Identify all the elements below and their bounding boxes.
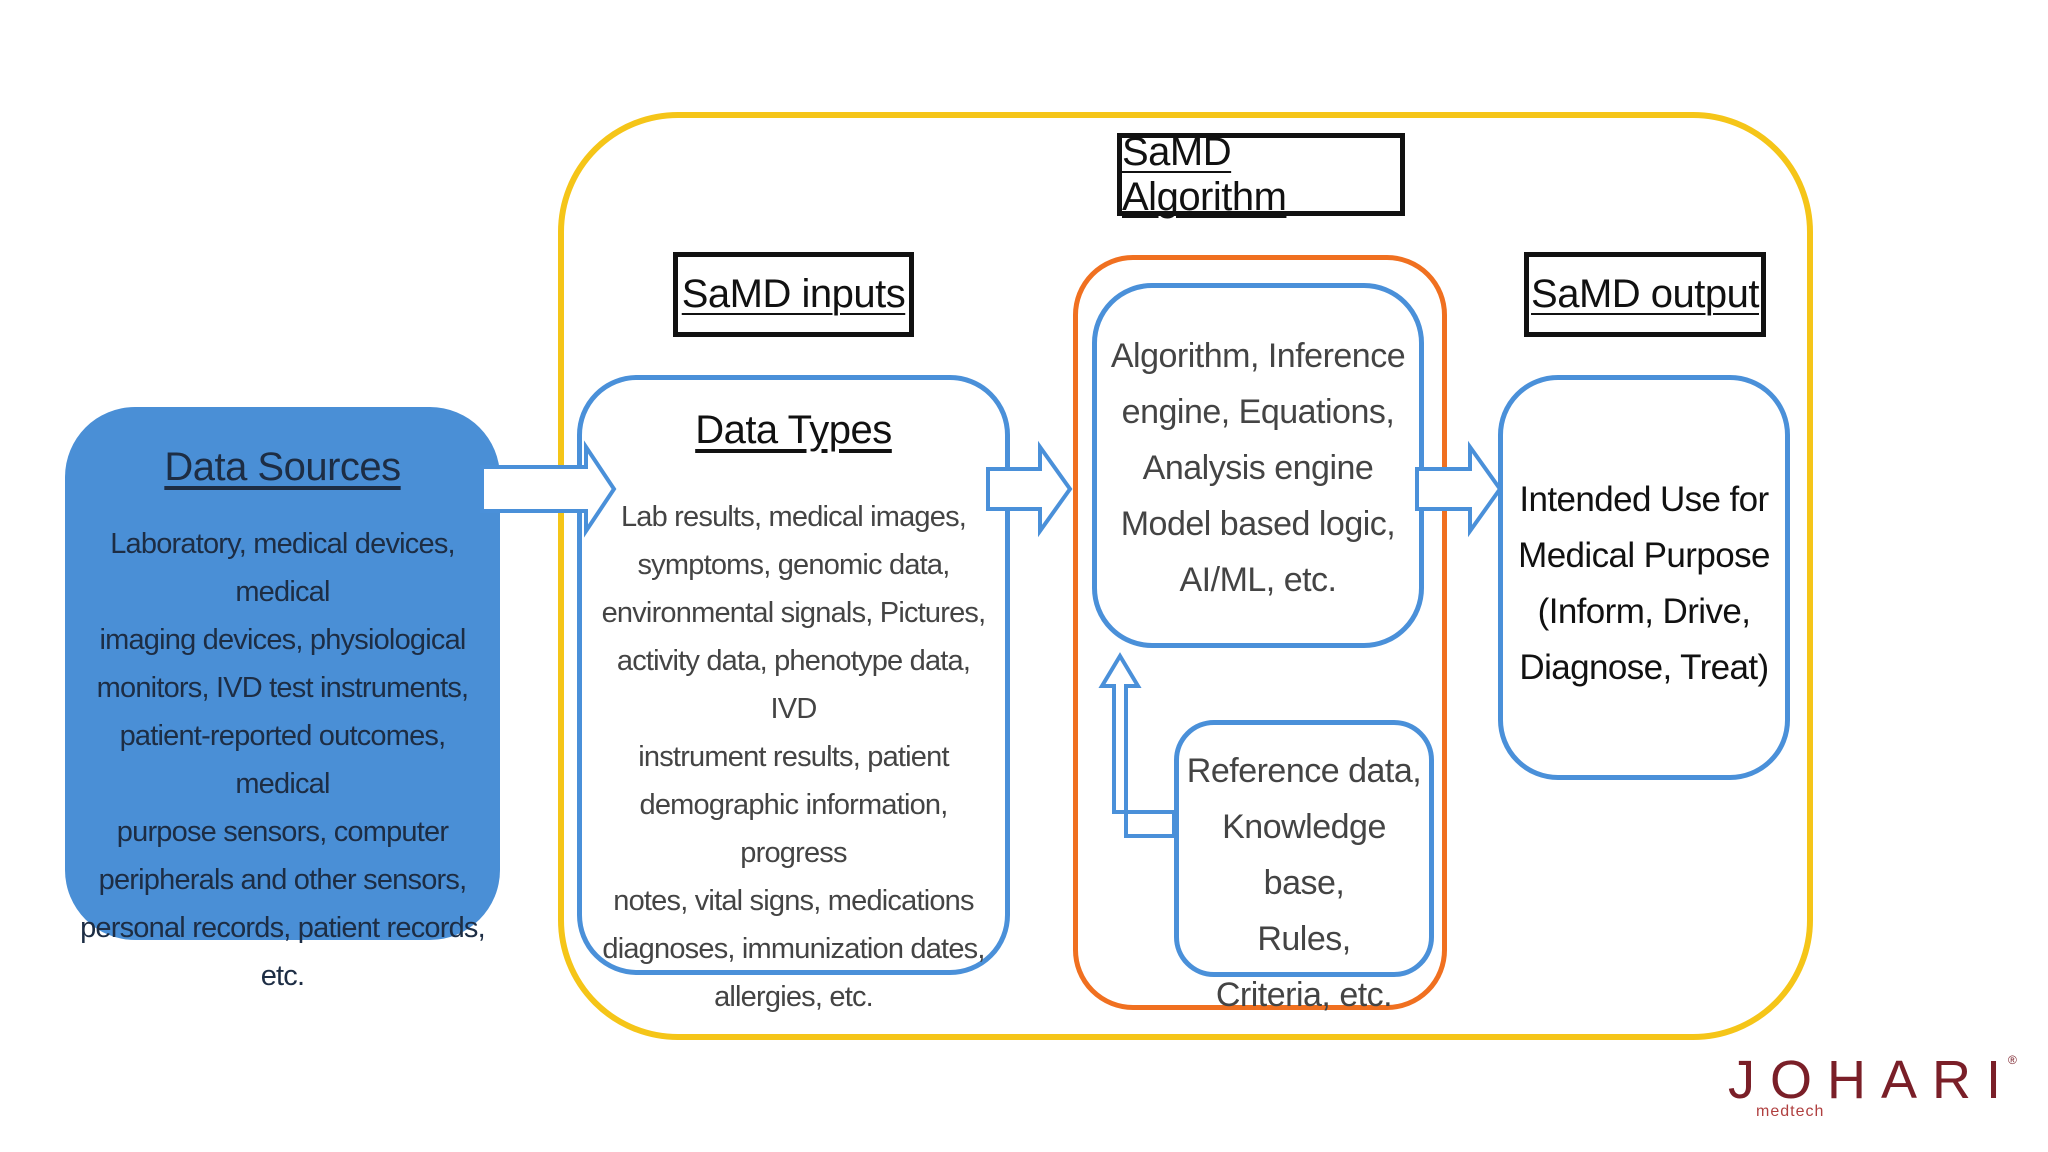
data-types-box: Data Types Lab results, medical images, … <box>577 375 1010 1013</box>
reference-line: Criteria, etc. <box>1215 976 1393 1014</box>
intended-use-line: Intended Use for <box>1519 480 1769 519</box>
data-types-line: instrument results, patient <box>638 741 949 773</box>
samd-algorithm-title-text: SaMD Algorithm <box>1122 129 1287 219</box>
registered-mark: ® <box>2008 1053 2017 1067</box>
intended-use-line: Medical Purpose <box>1518 536 1770 575</box>
algorithm-line: AI/ML, etc. <box>1179 561 1338 599</box>
algorithm-line: engine, Equations, <box>1121 393 1395 431</box>
data-sources-line: peripherals and other sensors, <box>98 864 468 896</box>
up-arrow-icon <box>1098 652 1176 838</box>
data-sources-line: imaging devices, physiological <box>99 624 466 656</box>
data-sources-text: Laboratory, medical devices, medical ima… <box>79 520 486 1000</box>
johari-medtech-logo: JOHARI medtech ® <box>1728 1053 2028 1125</box>
logo-subtext: medtech <box>1756 1103 1825 1120</box>
data-types-line: Lab results, medical images, <box>620 501 967 533</box>
samd-output-title-text: SaMD output <box>1531 272 1759 316</box>
data-sources-line: personal records, patient records, etc. <box>80 912 486 992</box>
samd-inputs-title: SaMD inputs <box>673 252 914 337</box>
algorithm-box: Algorithm, Inference engine, Equations, … <box>1092 283 1424 648</box>
algorithm-container <box>1073 255 1447 1010</box>
algorithm-text: Algorithm, Inference engine, Equations, … <box>1107 328 1409 608</box>
data-types-line: diagnoses, immunization dates, <box>602 933 985 965</box>
intended-use-text: Intended Use for Medical Purpose (Inform… <box>1513 472 1775 696</box>
data-types-line: notes, vital signs, medications <box>613 885 974 917</box>
reference-line: Knowledge base, <box>1222 808 1386 902</box>
right-arrow-icon <box>1415 440 1503 538</box>
reference-data-text: Reference data, Knowledge base, Rules, C… <box>1185 743 1423 1023</box>
algorithm-line: Analysis engine <box>1142 449 1374 487</box>
samd-algorithm-title: SaMD Algorithm <box>1117 130 1405 219</box>
reference-data-box: Reference data, Knowledge base, Rules, C… <box>1174 720 1434 1014</box>
data-types-line: environmental signals, Pictures, <box>601 597 987 629</box>
data-types-text: Lab results, medical images, symptoms, g… <box>592 493 995 1021</box>
data-types-line: symptoms, genomic data, <box>637 549 950 581</box>
reference-line: Reference data, <box>1186 752 1422 790</box>
data-types-line: demographic information, progress <box>639 789 948 869</box>
samd-container <box>558 112 1813 1040</box>
algorithm-line: Algorithm, Inference <box>1110 337 1406 375</box>
data-types-line: activity data, phenotype data, IVD <box>616 645 971 725</box>
data-types-title: Data Types <box>695 408 892 452</box>
data-sources-line: monitors, IVD test instruments, <box>96 672 469 704</box>
data-sources-title: Data Sources <box>164 445 401 489</box>
intended-use-box: Intended Use for Medical Purpose (Inform… <box>1498 375 1790 780</box>
logo-wordmark: JOHARI <box>1728 1050 2017 1110</box>
data-types-line: allergies, etc. <box>714 981 874 1013</box>
data-sources-line: patient-reported outcomes, medical <box>119 720 447 800</box>
intended-use-line: Diagnose, Treat) <box>1519 648 1769 687</box>
intended-use-line: (Inform, Drive, <box>1537 592 1751 631</box>
data-sources-box: Data Sources Laboratory, medical devices… <box>65 407 500 992</box>
data-sources-line: Laboratory, medical devices, medical <box>110 528 455 608</box>
samd-output-title: SaMD output <box>1524 252 1766 337</box>
algorithm-line: Model based logic, <box>1120 505 1396 543</box>
data-sources-line: purpose sensors, computer <box>116 816 449 848</box>
samd-inputs-title-text: SaMD inputs <box>681 272 906 316</box>
reference-line: Rules, <box>1257 920 1351 958</box>
right-arrow-icon <box>986 440 1073 538</box>
right-arrow-icon <box>480 440 617 538</box>
